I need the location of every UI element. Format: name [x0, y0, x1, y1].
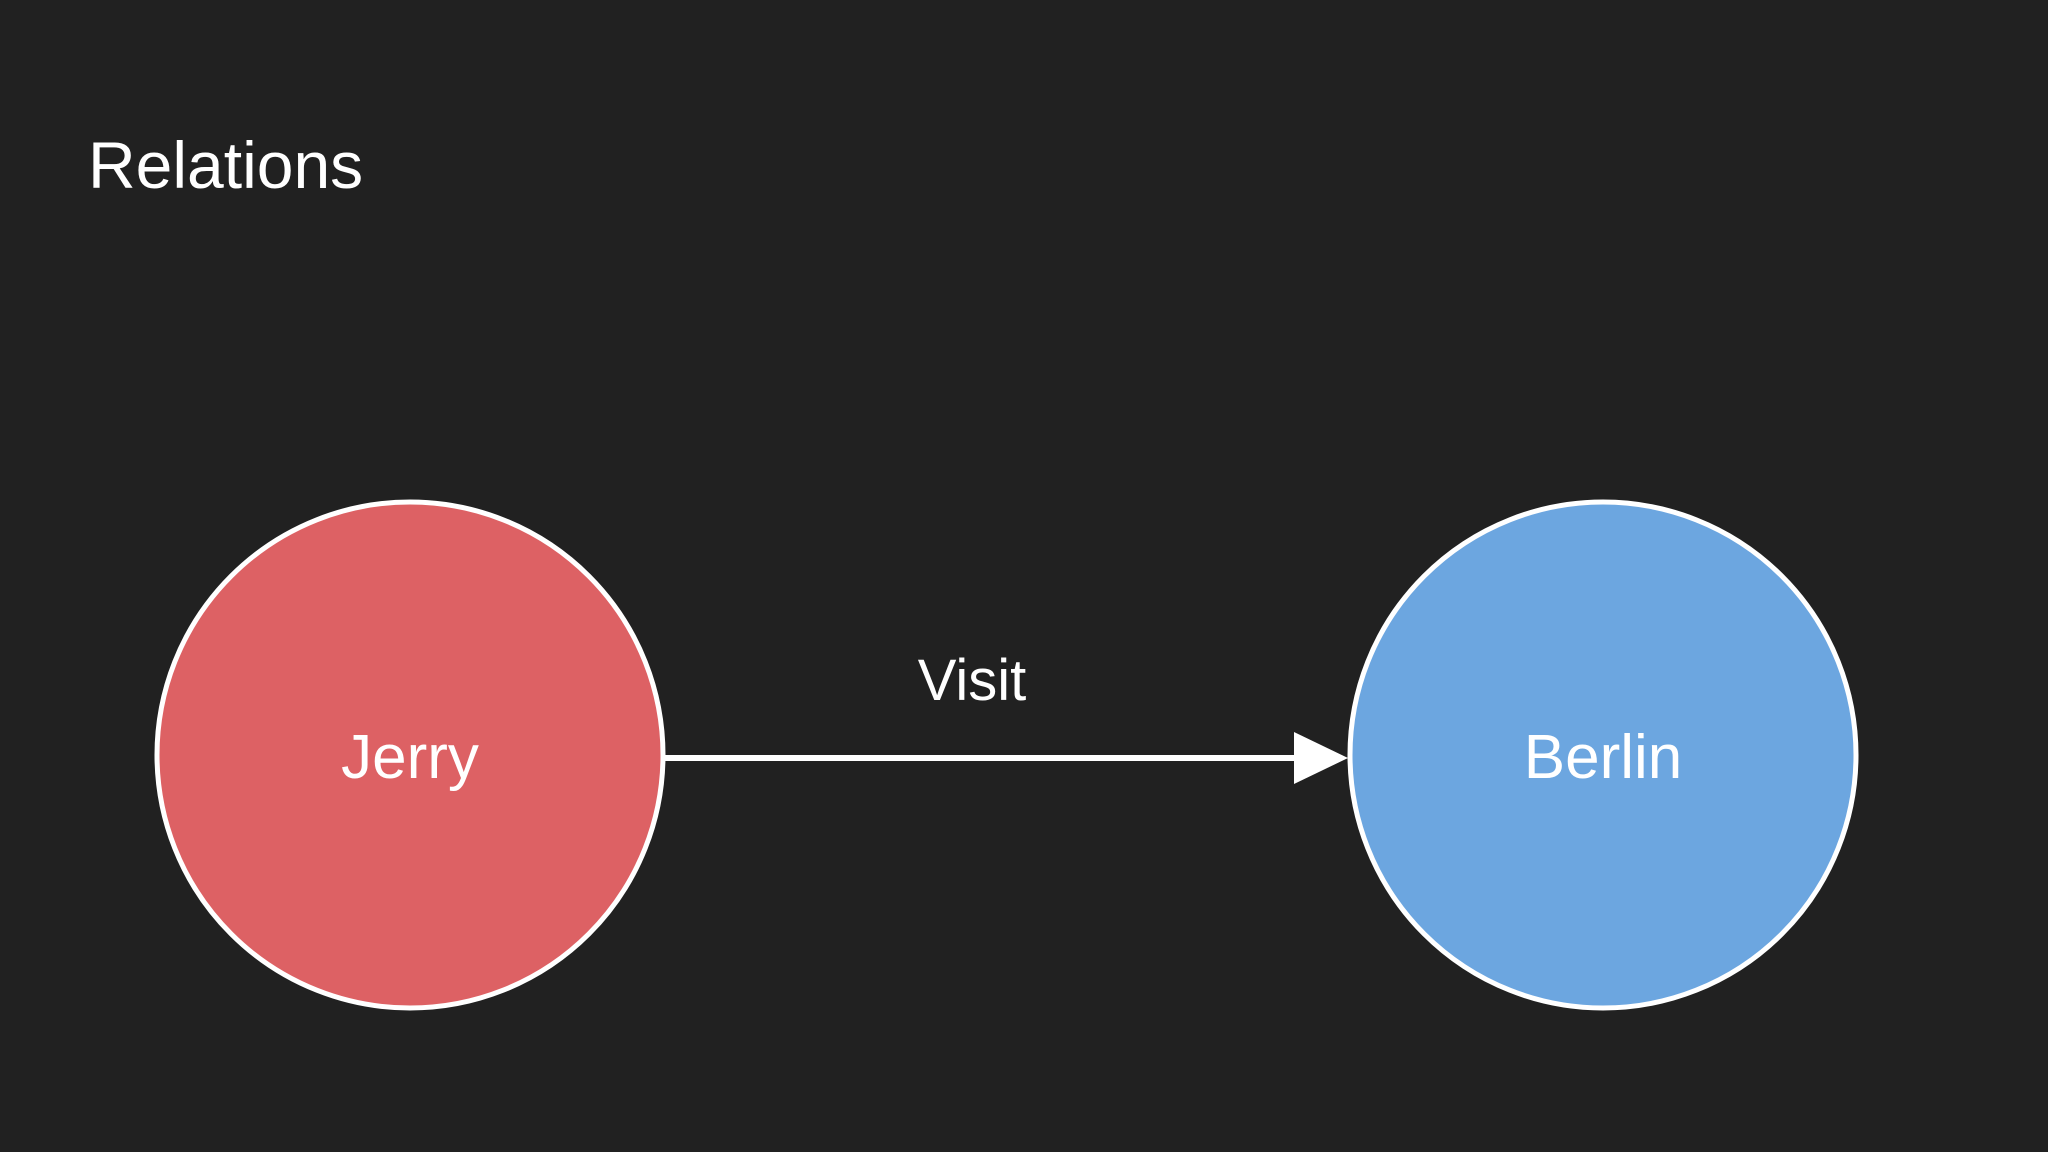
node-berlin-label: Berlin [1524, 723, 1683, 792]
arrowhead-icon [1294, 732, 1348, 784]
node-jerry-label: Jerry [341, 723, 479, 792]
page-title: Relations [88, 128, 363, 202]
edge-label-visit: Visit [918, 648, 1027, 713]
edge-jerry-visit-berlin[interactable]: Visit [665, 648, 1348, 784]
node-berlin[interactable]: Berlin [1347, 499, 1859, 1011]
node-jerry-circle[interactable] [154, 499, 666, 1011]
node-jerry[interactable]: Jerry [154, 499, 666, 1011]
node-berlin-circle[interactable] [1347, 499, 1859, 1011]
